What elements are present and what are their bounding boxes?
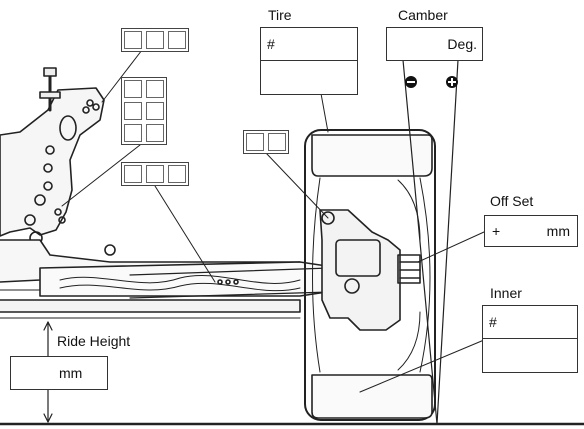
- camber-line-plus: [436, 59, 459, 425]
- ride-height-unit: mm: [59, 365, 83, 381]
- tower-hole-cell[interactable]: [122, 122, 144, 144]
- arm-hole-cell[interactable]: [122, 163, 144, 185]
- tire-top: [311, 134, 433, 177]
- tower-hole-boxes: [121, 77, 167, 145]
- camber-field[interactable]: Deg.: [386, 27, 483, 61]
- knuckle: [319, 209, 401, 331]
- tire-field[interactable]: #: [260, 27, 358, 95]
- offset-unit: mm: [546, 223, 570, 239]
- camber-label: Camber: [398, 7, 448, 23]
- hub-hole-cell[interactable]: [266, 131, 288, 153]
- tower-hole-cell[interactable]: [122, 78, 144, 100]
- wheel-outline: [304, 129, 436, 421]
- inner-field[interactable]: #: [482, 305, 578, 373]
- tower-hole-cell[interactable]: [144, 100, 166, 122]
- inner-number-prefix: #: [489, 314, 497, 330]
- arm-hole-boxes: [121, 162, 189, 186]
- hub-hole-cell[interactable]: [244, 131, 266, 153]
- shock-position-cell[interactable]: [144, 29, 166, 51]
- camber-sign-symbols: [405, 76, 458, 88]
- hub-hole-boxes: [243, 130, 289, 154]
- arm-hole-cell[interactable]: [166, 163, 188, 185]
- ride-height-label: Ride Height: [57, 333, 131, 349]
- offset-sign: +: [492, 223, 501, 239]
- inner-number-row[interactable]: #: [483, 306, 577, 339]
- camber-line-minus: [402, 59, 438, 425]
- tower-hole-cell[interactable]: [144, 122, 166, 144]
- arm-hole-cell[interactable]: [144, 163, 166, 185]
- camber-unit: Deg.: [447, 36, 477, 52]
- tire-number-row[interactable]: #: [261, 28, 357, 61]
- chassis-plate: [0, 299, 301, 313]
- tire-bottom: [311, 374, 433, 419]
- shock-position-cell[interactable]: [122, 29, 144, 51]
- inner-label: Inner: [490, 285, 522, 301]
- tower-hole-cell[interactable]: [144, 78, 166, 100]
- offset-label: Off Set: [490, 193, 534, 209]
- offset-field[interactable]: + mm: [484, 215, 578, 247]
- tower-hole-cell[interactable]: [122, 100, 144, 122]
- tire-compound-row[interactable]: [261, 61, 357, 94]
- shock-position-cell[interactable]: [166, 29, 188, 51]
- inner-type-row[interactable]: [483, 339, 577, 372]
- tire-label: Tire: [268, 7, 292, 23]
- shock-position-boxes: [121, 28, 189, 52]
- ride-height-field[interactable]: mm: [10, 356, 108, 390]
- lower-arm: [39, 261, 341, 297]
- tire-number-prefix: #: [267, 36, 275, 52]
